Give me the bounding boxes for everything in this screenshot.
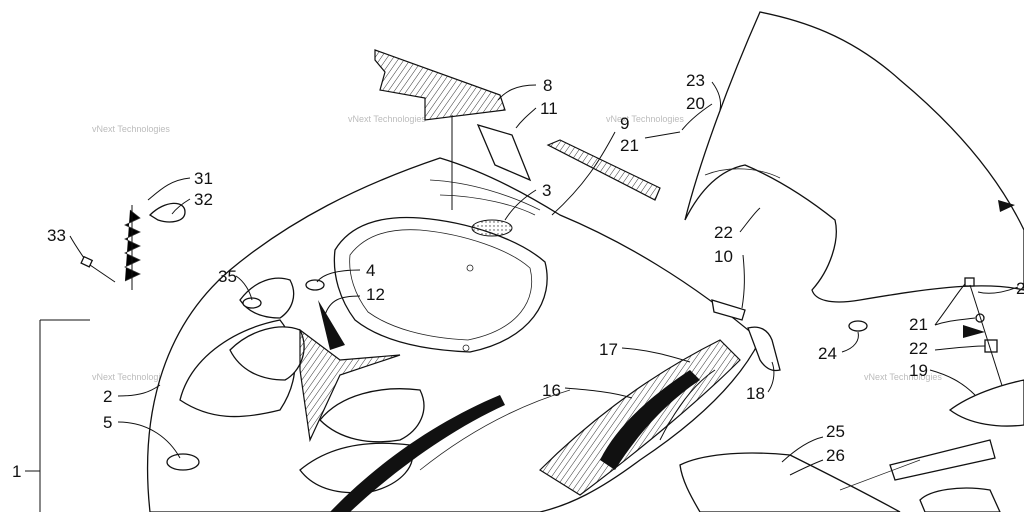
part-3-lens (471, 219, 513, 237)
callout-23: 23 (686, 71, 705, 90)
callout-26: 26 (826, 446, 845, 465)
callout-16: 16 (542, 381, 561, 400)
callout-10: 10 (714, 247, 733, 266)
spring-hardware (80, 202, 186, 290)
console (679, 439, 1001, 512)
watermark: vNext Technologies (348, 114, 426, 124)
windshield (684, 11, 1024, 303)
callout-19: 19 (909, 361, 928, 380)
callout-5: 5 (103, 413, 112, 432)
watermark: vNext Technologies (606, 114, 684, 124)
callout-21: 21 (909, 315, 928, 334)
callout-17: 17 (599, 340, 618, 359)
part-11-decal (476, 123, 532, 182)
callout-2-partial: 2 (1016, 279, 1024, 298)
callout-9: 9 (620, 114, 629, 133)
callout-22: 22 (909, 339, 928, 358)
leader-lines (25, 81, 1019, 512)
callout-2: 2 (103, 387, 112, 406)
callout-11: 11 (540, 99, 558, 118)
callout-24: 24 (818, 344, 837, 363)
callout-21: 21 (620, 136, 639, 155)
callout-20: 20 (686, 94, 705, 113)
part-8-decal (374, 49, 506, 121)
callout-35: 35 (218, 267, 237, 286)
part-10-decal (711, 299, 746, 321)
callout-12: 12 (366, 285, 385, 304)
callout-33: 33 (47, 226, 66, 245)
hood-assembly (146, 157, 761, 512)
callouts: 1 2 3 4 5 8 9 10 11 12 16 17 18 19 20 21… (12, 71, 1024, 481)
callout-22: 22 (714, 223, 733, 242)
right-hardware (963, 277, 1006, 396)
callout-1: 1 (12, 462, 21, 481)
part-18-bracket (747, 326, 781, 372)
part-24-washer (848, 320, 868, 332)
callout-18: 18 (746, 384, 765, 403)
part-9-decal (546, 139, 661, 201)
part-19-bracket (948, 379, 1024, 427)
callout-4: 4 (366, 261, 375, 280)
callout-25: 25 (826, 422, 845, 441)
watermark: vNext Technologies (92, 372, 170, 382)
callout-3: 3 (542, 181, 551, 200)
callout-32: 32 (194, 190, 213, 209)
watermark: vNext Technologies (92, 124, 170, 134)
callout-8: 8 (543, 76, 552, 95)
callout-31: 31 (194, 169, 213, 188)
watermark: vNext Technologies (864, 372, 942, 382)
